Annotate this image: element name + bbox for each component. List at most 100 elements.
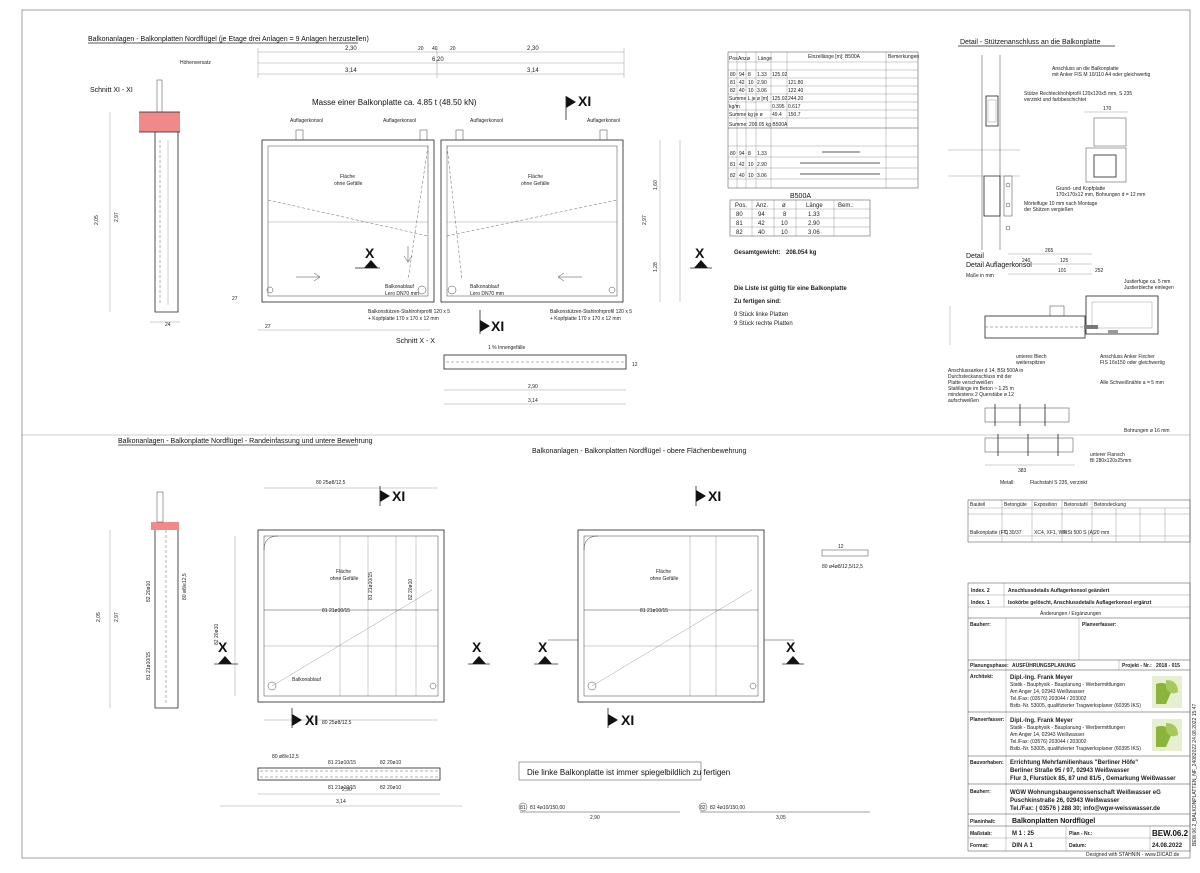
svg-text:Fläche: Fläche [336, 569, 351, 575]
svg-text:20 mm: 20 mm [1094, 530, 1109, 536]
plate-bottom-reinforcement [234, 487, 445, 721]
section-marker-x-center-left: X [534, 639, 558, 665]
planungsphase: AUSFÜHRUNGSPLANUNG [1012, 662, 1076, 669]
svg-text:der Stützen vergießen: der Stützen vergießen [1024, 207, 1073, 213]
svg-text:Balkonablauf: Balkonablauf [292, 677, 322, 683]
svg-text:12: 12 [838, 544, 844, 550]
svg-text:Dipl.-Ing. Frank Meyer: Dipl.-Ing. Frank Meyer [1010, 675, 1073, 681]
svg-text:81: 81 [730, 80, 736, 86]
svg-text:2.90: 2.90 [808, 221, 820, 227]
svg-text:170x170x12 mm, Bohrungen d = 1: 170x170x12 mm, Bohrungen d = 12 mm [1056, 192, 1145, 198]
svg-text:82 20ø10: 82 20ø10 [380, 785, 401, 791]
section-xi-drawing: 2,05 2,97 Höhenversatz 24 [94, 60, 211, 328]
title-schnitt-xi: Schnitt XI - XI [90, 87, 133, 94]
svg-text:Bl 280x120x25mm: Bl 280x120x25mm [1090, 458, 1131, 464]
svg-text:mit Anker FIS M 10/110 A4 oder: mit Anker FIS M 10/110 A4 oder gleichwer… [1052, 72, 1151, 78]
svg-text:94: 94 [739, 151, 745, 157]
label-gefaelle-r: ohne Gefälle [521, 181, 550, 187]
svg-text:2,90: 2,90 [528, 384, 538, 390]
svg-text:10: 10 [748, 173, 754, 179]
svg-text:8: 8 [748, 72, 751, 78]
svg-text:ohne Gefälle: ohne Gefälle [330, 576, 359, 582]
svg-text:40: 40 [739, 88, 745, 94]
svg-text:42: 42 [758, 221, 765, 227]
svg-text:10: 10 [748, 88, 754, 94]
svg-text:ohne Gefälle: ohne Gefälle [650, 576, 679, 582]
svg-text:Exposition: Exposition [1034, 502, 1057, 508]
svg-text:Summe kg je ø: Summe kg je ø [729, 112, 763, 118]
svg-text:Maßstab:: Maßstab: [970, 831, 992, 837]
dim-314-right: 3,14 [527, 68, 539, 74]
svg-text:80: 80 [730, 72, 736, 78]
label-auflagerkonsol-2: Auflagerkonsol [383, 118, 416, 124]
svg-text:81 4ø10/150,00: 81 4ø10/150,00 [530, 805, 565, 811]
svg-text:10: 10 [748, 162, 754, 168]
svg-text:Mörtelfuge 10 mm nach Montage: Mörtelfuge 10 mm nach Montage [1024, 201, 1098, 207]
section-xi-reinforcement: 2,05 2,97 82 20ø10 81 21ø10/15 80 ø8/e12… [96, 491, 188, 709]
svg-text:2,90: 2,90 [342, 787, 352, 793]
svg-text:Länge: Länge [758, 56, 772, 62]
svg-text:Stahllänge im Beton ~ 1.25 m: Stahllänge im Beton ~ 1.25 m [948, 386, 1014, 392]
rebar-list-table: Pos. Anz. ø Länge Einzellänge [m]: B500A… [727, 51, 919, 189]
title-mid-center: Balkonanlagen - Balkonplatten Nordflügel… [532, 448, 747, 455]
plan-nr: BEW.06.2 [1152, 829, 1189, 838]
svg-text:Bemerkungen: Bemerkungen [888, 54, 919, 60]
dim-230-left: 2,30 [345, 46, 357, 52]
svg-text:122.40: 122.40 [788, 88, 804, 94]
title-block [967, 582, 1191, 852]
section-marker-xi-bottom: XI [479, 310, 504, 334]
svg-text:Lero DN70 mm: Lero DN70 mm [470, 291, 504, 297]
svg-text:0.617: 0.617 [788, 104, 801, 110]
svg-text:Bohrungen ø 16 mm: Bohrungen ø 16 mm [1124, 428, 1170, 434]
svg-text:125.02: 125.02 [772, 72, 788, 78]
svg-text:Betondeckung: Betondeckung [1094, 502, 1126, 508]
svg-text:Balkonstützen-Stahlrohrprofil: Balkonstützen-Stahlrohrprofil 120 x 5 [368, 309, 450, 315]
detail-auflager-drawing: 265 240 125 101 252 383 [949, 248, 1159, 474]
svg-text:Pos.: Pos. [729, 56, 739, 62]
note-liste: Die Liste ist gültig für eine Balkonplat… [734, 286, 847, 292]
svg-text:82: 82 [736, 230, 743, 236]
svg-text:101: 101 [1058, 268, 1067, 274]
svg-text:Betonstahl: Betonstahl [1064, 502, 1088, 508]
revision-2-text: Anschlussdetails Auflagerkonsol geändert [1008, 588, 1110, 594]
svg-text:Änderungen / Ergänzungen: Änderungen / Ergänzungen [1040, 610, 1101, 617]
svg-text:8: 8 [748, 151, 751, 157]
svg-text:81: 81 [736, 221, 743, 227]
svg-text:Tel./Fax: (03576) 203044 / 203: Tel./Fax: (03576) 203044 / 203002 [1010, 739, 1087, 745]
svg-text:Bstb.-Nr. 53005, qualifizierte: Bstb.-Nr. 53005, qualifizierter Tragwerk… [1010, 703, 1141, 709]
svg-text:Flachstahl S 235, verzinkt: Flachstahl S 235, verzinkt [1030, 480, 1088, 486]
label-auflagerkonsol-1: Auflagerkonsol [290, 118, 323, 124]
title-mid-left: Balkonanlagen - Balkonplatte Nordflügel … [118, 438, 373, 445]
svg-text:DIN A 1: DIN A 1 [1012, 843, 1034, 849]
firm-logo-2 [1152, 719, 1182, 751]
svg-text:24: 24 [165, 322, 171, 328]
dim-620: 6,20 [432, 57, 444, 63]
section-marker-x-right: X [690, 245, 712, 269]
svg-text:weiterspitzen: weiterspitzen [1016, 360, 1045, 366]
svg-text:170: 170 [1103, 106, 1112, 112]
plan-vertical-dims: 2,97 1,60 1,28 27 27 [232, 140, 681, 331]
svg-text:X: X [472, 639, 482, 655]
svg-text:1,28: 1,28 [653, 262, 659, 272]
svg-text:80: 80 [736, 212, 743, 218]
svg-text:+ Kopfplatte 170 x 170 x 12 mm: + Kopfplatte 170 x 170 x 12 mm [550, 316, 621, 322]
svg-text:FIS 16x150 oder gleichwertig: FIS 16x150 oder gleichwertig [1100, 360, 1165, 366]
section-marker-x-center-right: X [782, 639, 804, 665]
top-dimension-chain: 2,30 2,30 6,20 3,14 3,14 20 20 40 [257, 46, 625, 78]
steel-summary-table: B500A Pos. Anz. ø Länge Bem.: 80 94 8 1.… [729, 193, 871, 256]
svg-text:WGW Wohnungsbaugenossenschaft: WGW Wohnungsbaugenossenschaft Weißwasser… [1010, 790, 1161, 796]
label-auflagerkonsol-4: Auflagerkonsol [587, 118, 620, 124]
svg-text:81 21ø10/15: 81 21ø10/15 [640, 608, 668, 614]
title-detail-stuetze: Detail - Stützenanschluss an die Balkonp… [960, 39, 1101, 46]
svg-text:2,97: 2,97 [114, 612, 120, 622]
firm-logo-1 [1152, 676, 1182, 708]
svg-text:Flur 3, Flurstück 85, 87 und 8: Flur 3, Flurstück 85, 87 und 81/5 , Gema… [1010, 776, 1176, 782]
svg-text:81 21ø10/15: 81 21ø10/15 [328, 785, 356, 791]
svg-text:Stütze Rechteckhohlprofil 120x: Stütze Rechteckhohlprofil 120x120x5 mm, … [1024, 91, 1132, 97]
title-top-left: Balkonanlagen - Balkonplatten Nordflügel… [88, 36, 369, 43]
svg-text:80: 80 [730, 151, 736, 157]
plate-top-reinforcement [548, 529, 794, 703]
svg-text:Planungsphase:: Planungsphase: [970, 663, 1009, 669]
svg-text:+ Kopfplatte 170 x 170 x 12 mm: + Kopfplatte 170 x 170 x 12 mm [368, 316, 439, 322]
svg-text:Anschluss Anker Fischer: Anschluss Anker Fischer [1100, 354, 1155, 360]
